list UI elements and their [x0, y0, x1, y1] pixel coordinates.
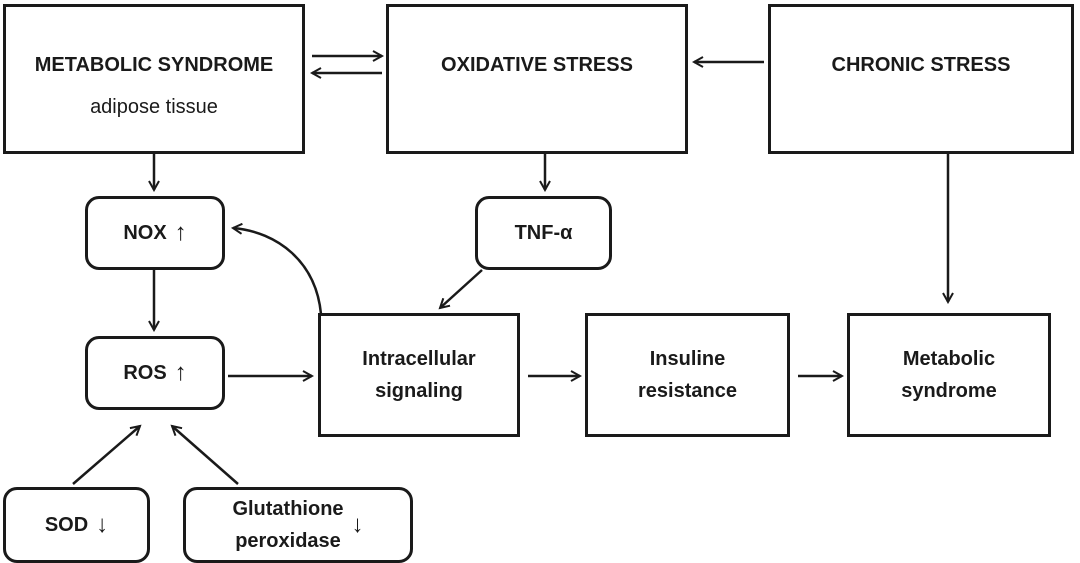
edge-glutathione-to-ros: [172, 426, 239, 485]
metabolic-syndrome-title: METABOLIC SYNDROME: [34, 54, 274, 76]
edge-sod-to-ros: [72, 426, 140, 485]
nox-label: NOX: [123, 222, 167, 244]
intracellular-signaling-box: Intracellular signaling: [318, 313, 520, 437]
up-arrow-icon: ↑: [174, 359, 187, 386]
down-arrow-icon: ↓: [351, 511, 364, 538]
edge-tnf-to-intracellular: [440, 269, 483, 308]
down-arrow-icon: ↓: [96, 511, 109, 538]
oxidative-stress-title: OXIDATIVE STRESS: [441, 54, 633, 76]
chronic-stress-box: CHRONIC STRESS: [768, 4, 1074, 154]
oxidative-stress-box: OXIDATIVE STRESS: [386, 4, 688, 154]
insuline-line2: resistance: [638, 380, 737, 402]
intracellular-line1: Intracellular: [362, 348, 476, 370]
ros-box: ROS ↑: [85, 336, 225, 410]
up-arrow-icon: ↑: [174, 219, 187, 246]
edge-intracellular-to-nox: [233, 228, 323, 315]
chronic-stress-title: CHRONIC STRESS: [831, 54, 1011, 76]
nox-box: NOX ↑: [85, 196, 225, 270]
tnf-alpha-box: TNF-α: [475, 196, 612, 270]
glutathione-peroxidase-box: Glutathione peroxidase ↓: [183, 487, 413, 563]
glutathione-line1: Glutathione: [232, 498, 344, 520]
insuline-line1: Insuline: [649, 348, 726, 370]
sod-label: SOD: [44, 514, 89, 536]
metabolic-syndrome-bottom-box: Metabolic syndrome: [847, 313, 1051, 437]
metabolic-bottom-line2: syndrome: [901, 380, 997, 402]
insuline-resistance-box: Insuline resistance: [585, 313, 790, 437]
glutathione-line2: peroxidase: [235, 530, 341, 552]
metabolic-syndrome-box: METABOLIC SYNDROME adipose tissue: [3, 4, 305, 154]
adipose-tissue-label: adipose tissue: [90, 96, 218, 118]
sod-box: SOD ↓: [3, 487, 150, 563]
tnf-alpha-label: TNF-α: [514, 222, 573, 244]
ros-label: ROS: [123, 362, 167, 384]
metabolic-bottom-line1: Metabolic: [902, 348, 996, 370]
intracellular-line2: signaling: [375, 380, 463, 402]
